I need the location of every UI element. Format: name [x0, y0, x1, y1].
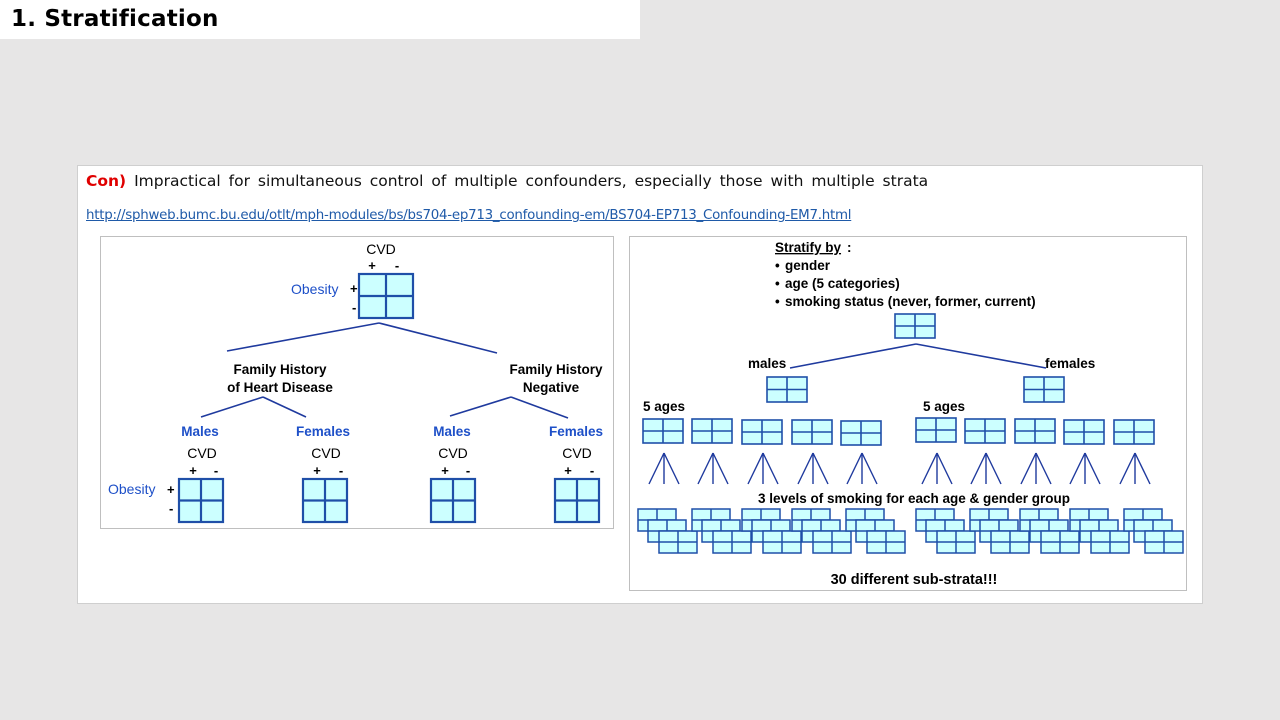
- cvd-label-2: CVD: [311, 445, 341, 461]
- right-figure: Stratify by : • gender • age (5 categori…: [629, 236, 1187, 591]
- bullet-dot: •: [775, 294, 780, 309]
- stratify-heading: Stratify by: [775, 240, 842, 255]
- females-label: females: [1045, 356, 1095, 371]
- source-link[interactable]: http://sphweb.bumc.bu.edu/otlt/mph-modul…: [86, 208, 852, 223]
- cvd-label-3: CVD: [438, 445, 468, 461]
- branch-negative-line2: Negative: [523, 380, 580, 395]
- branch-positive-line1: Family History: [233, 362, 327, 377]
- smoking-stratum-table: [658, 530, 698, 554]
- smoking-stratum-table: [990, 530, 1030, 554]
- smoking-caption: 3 levels of smoking for each age & gende…: [758, 491, 1070, 506]
- stratum-2x2-table: [429, 477, 477, 524]
- five-ages-female: 5 ages: [923, 399, 965, 414]
- slide-title: 1. Stratification: [11, 6, 219, 32]
- sign-plus: +: [313, 463, 321, 478]
- age-stratum-table: [1063, 419, 1105, 445]
- females-label-2: Females: [549, 424, 603, 439]
- top-cvd-label: CVD: [366, 241, 396, 257]
- branch-negative-line1: Family History: [509, 362, 603, 377]
- sign-minus: -: [466, 463, 470, 478]
- sign-plus: +: [441, 463, 449, 478]
- top-minus: -: [395, 258, 399, 273]
- bullet-age: age (5 categories): [785, 276, 900, 291]
- age-stratum-table: [1113, 419, 1155, 445]
- title-bar: 1. Stratification: [0, 0, 640, 39]
- sign-minus: -: [339, 463, 343, 478]
- males-label-1: Males: [181, 424, 219, 439]
- top-obesity-minus: -: [352, 300, 356, 315]
- right-forks: [648, 452, 1151, 485]
- age-stratum-table: [1014, 418, 1056, 444]
- age-stratum-table: [741, 419, 783, 445]
- bullet-dot: •: [775, 258, 780, 273]
- smoking-stratum-table: [1090, 530, 1130, 554]
- age-stratum-table: [915, 417, 957, 443]
- bottom-obesity-plus: +: [167, 482, 175, 497]
- right-diagram-svg: Stratify by : • gender • age (5 categori…: [637, 240, 1184, 588]
- smoking-stratum-table: [712, 530, 752, 554]
- sign-plus: +: [189, 463, 197, 478]
- males-label-2: Males: [433, 424, 471, 439]
- age-stratum-table: [642, 418, 684, 444]
- sign-minus: -: [214, 463, 218, 478]
- right-connectors: [789, 343, 1047, 369]
- con-text: Impractical for simultaneous control of …: [134, 172, 929, 190]
- bullet-smoking: smoking status (never, former, current): [785, 294, 1036, 309]
- branch-positive-line2: of Heart Disease: [227, 380, 333, 395]
- smoking-stratum-table: [762, 530, 802, 554]
- stratum-2x2-table: [301, 477, 349, 524]
- crude-table: [894, 313, 936, 339]
- cvd-label-1: CVD: [187, 445, 217, 461]
- stratum-2x2-table: [177, 477, 225, 524]
- con-statement: Con) Impractical for simultaneous contro…: [86, 172, 928, 190]
- smoking-stratum-table: [1144, 530, 1184, 554]
- age-stratum-table: [791, 419, 833, 445]
- main-2x2-table: [357, 272, 415, 320]
- stratum-2x2-table: [553, 477, 601, 524]
- bullet-gender: gender: [785, 258, 831, 273]
- smoking-stratum-table: [936, 530, 976, 554]
- five-ages-male: 5 ages: [643, 399, 685, 414]
- stratify-colon: :: [847, 240, 852, 255]
- smoking-stratum-table: [866, 530, 906, 554]
- substrata-footer: 30 different sub-strata!!!: [831, 572, 998, 588]
- top-obesity-plus: +: [350, 281, 358, 296]
- left-connectors: [200, 322, 569, 419]
- bottom-obesity-minus: -: [169, 501, 173, 516]
- sign-minus: -: [590, 463, 594, 478]
- left-diagram-svg: CVD + - Obesity + - Family History of He…: [108, 241, 603, 524]
- con-label: Con): [86, 172, 127, 190]
- age-stratum-table: [691, 418, 733, 444]
- cvd-label-4: CVD: [562, 445, 592, 461]
- age-stratum-table: [840, 420, 882, 446]
- stratify-bullets: • gender • age (5 categories) • smoking …: [775, 258, 1036, 309]
- smoking-stratum-table: [1040, 530, 1080, 554]
- top-obesity-label: Obesity: [291, 281, 338, 297]
- sign-plus: +: [564, 463, 572, 478]
- top-plus: +: [368, 258, 376, 273]
- bullet-dot: •: [775, 276, 780, 291]
- smoking-stratum-table: [812, 530, 852, 554]
- age-stratum-table: [964, 418, 1006, 444]
- bottom-obesity-label: Obesity: [108, 481, 155, 497]
- left-figure: CVD + - Obesity + - Family History of He…: [100, 236, 614, 529]
- females-table: [1023, 376, 1065, 403]
- males-table: [766, 376, 808, 403]
- males-label: males: [748, 356, 786, 371]
- small-table-signs: + - + - + - + -: [189, 463, 594, 478]
- females-label-1: Females: [296, 424, 350, 439]
